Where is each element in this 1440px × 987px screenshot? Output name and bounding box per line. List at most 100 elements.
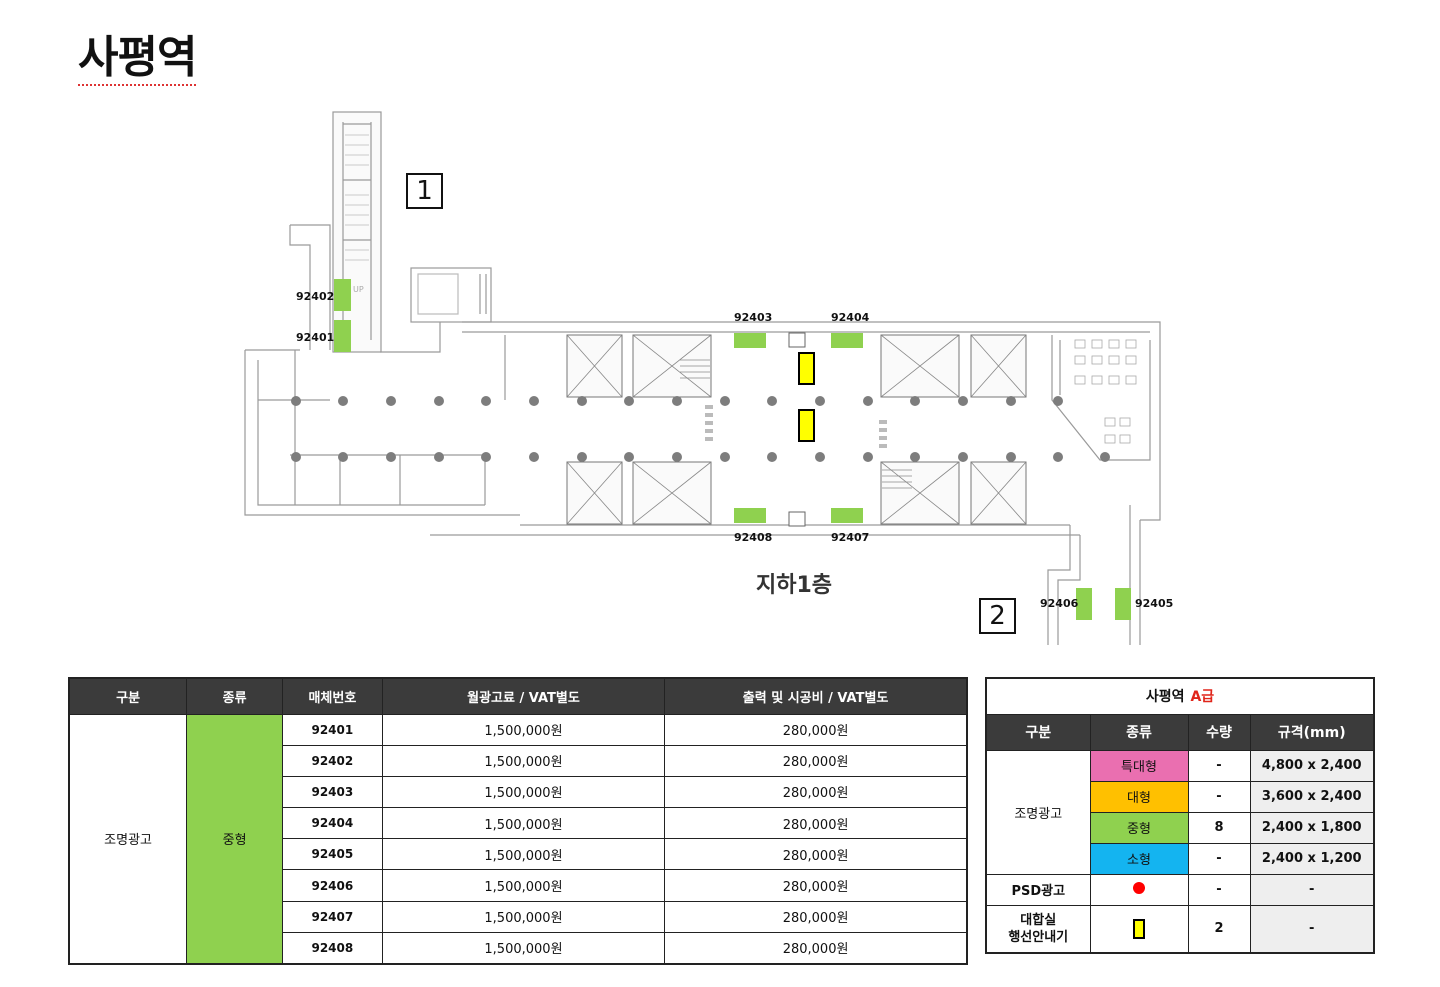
install-fee: 280,000원 (664, 775, 968, 809)
summary-qty: - (1187, 873, 1251, 906)
summary-grade: A급 (1190, 689, 1215, 706)
ad-spot-92406[interactable] (1076, 588, 1092, 620)
floor-name: 지하1층 (756, 573, 833, 598)
price-table: 구분 종류 매체번호 월광고료 / VAT별도 출력 및 시공비 / VAT별도… (68, 677, 968, 965)
monthly-fee: 1,500,000원 (381, 931, 666, 965)
table-row: 92408 1,500,000원 280,000원 (69, 931, 968, 965)
table-row: 92402 1,500,000원 280,000원 (69, 744, 968, 777)
summary-size: 4,800 x 2,400 (1249, 749, 1375, 782)
summary-type-large: 대형 (1089, 780, 1189, 813)
summary-station-name: 사평역 (1145, 689, 1185, 706)
summary-qty: - (1187, 749, 1251, 782)
col-header-media: 매체번호 (281, 677, 383, 715)
summary-qty: - (1187, 780, 1251, 813)
page-title: 사평역 (78, 32, 197, 86)
col-header-category: 구분 (68, 677, 188, 715)
monthly-fee: 1,500,000원 (381, 744, 666, 777)
install-fee: 280,000원 (664, 869, 968, 902)
price-table-header-row: 구분 종류 매체번호 월광고료 / VAT별도 출력 및 시공비 / VAT별도 (68, 677, 968, 715)
up-label: UP (353, 285, 364, 294)
summary-qty: - (1187, 842, 1251, 875)
ad-label-92404: 92404 (831, 311, 870, 324)
ad-label-92403: 92403 (734, 311, 773, 324)
ad-label-92407: 92407 (831, 531, 870, 544)
table-row: 92407 1,500,000원 280,000원 (69, 900, 968, 933)
floor-plan: UP (244, 111, 1161, 645)
summary-col-qty: 수량 (1187, 713, 1251, 751)
monthly-fee: 1,500,000원 (381, 807, 666, 840)
table-row: 92404 1,500,000원 280,000원 (69, 807, 968, 840)
summary-qty: 8 (1187, 811, 1251, 844)
summary-size: 3,600 x 2,400 (1249, 780, 1375, 813)
table-row: 92403 1,500,000원 280,000원 (69, 775, 968, 809)
col-header-install: 출력 및 시공비 / VAT별도 (664, 677, 968, 715)
summary-type-medium: 중형 (1089, 811, 1189, 844)
summary-table: 사평역 A급 구분 종류 수량 규격(mm) 조명광고 특대형 - 4,800 x… (985, 677, 1375, 954)
col-header-monthly: 월광고료 / VAT별도 (381, 677, 666, 715)
ad-label-92405: 92405 (1135, 597, 1174, 610)
summary-size: 2,400 x 1,800 (1249, 811, 1375, 844)
install-fee: 280,000원 (664, 900, 968, 933)
ad-spot-92408[interactable] (734, 508, 766, 523)
summary-size: - (1249, 873, 1375, 906)
summary-col-type: 종류 (1089, 713, 1189, 751)
yellow-rect-icon (1133, 918, 1145, 939)
media-number: 92405 (281, 838, 383, 871)
summary-qty: 2 (1187, 904, 1251, 954)
guide-display-1[interactable] (798, 352, 815, 385)
media-number: 92407 (281, 900, 383, 933)
summary-type-small: 소형 (1089, 842, 1189, 875)
summary-size: - (1249, 904, 1375, 954)
media-number: 92408 (281, 931, 383, 965)
red-dot-icon (1133, 881, 1145, 894)
summary-row-psd: PSD광고 - - (985, 873, 1375, 906)
install-fee: 280,000원 (664, 931, 968, 965)
ad-label-92401: 92401 (296, 331, 335, 344)
monthly-fee: 1,500,000원 (381, 713, 666, 746)
ad-spot-92401[interactable] (334, 320, 351, 352)
monthly-fee: 1,500,000원 (381, 900, 666, 933)
media-number: 92406 (281, 869, 383, 902)
media-number: 92401 (281, 713, 383, 746)
install-fee: 280,000원 (664, 713, 968, 746)
monthly-fee: 1,500,000원 (381, 838, 666, 871)
media-number: 92402 (281, 744, 383, 777)
table-row: 92406 1,500,000원 280,000원 (69, 869, 968, 902)
ad-spot-92403[interactable] (734, 333, 766, 348)
ad-label-92402: 92402 (296, 290, 335, 303)
ad-spot-92402[interactable] (334, 279, 351, 311)
install-fee: 280,000원 (664, 744, 968, 777)
summary-guide-label-line1: 대합실 (1020, 912, 1057, 928)
entrance-2-marker: 2 (979, 598, 1016, 634)
summary-row: 소형 - 2,400 x 1,200 (986, 842, 1375, 875)
summary-header-row: 구분 종류 수량 규격(mm) (985, 713, 1375, 751)
summary-guide-label-line2: 행선안내기 (1008, 929, 1069, 945)
monthly-fee: 1,500,000원 (381, 775, 666, 809)
ad-spot-92404[interactable] (831, 333, 863, 348)
install-fee: 280,000원 (664, 838, 968, 871)
summary-guide-icon-cell (1089, 904, 1189, 954)
col-header-type: 종류 (186, 677, 283, 715)
summary-lighting-label: 조명광고 (985, 749, 1091, 875)
entrance-1-marker: 1 (406, 173, 443, 209)
summary-row: 중형 8 2,400 x 1,800 (986, 811, 1375, 844)
monthly-fee: 1,500,000원 (381, 869, 666, 902)
ad-label-92408: 92408 (734, 531, 773, 544)
type-cell: 중형 (186, 713, 283, 964)
summary-psd-icon-cell (1089, 873, 1189, 906)
summary-row: 조명광고 특대형 - 4,800 x 2,400 (985, 749, 1375, 875)
summary-title: 사평역 A급 (985, 677, 1375, 715)
category-cell: 조명광고 (68, 713, 188, 964)
guide-display-2[interactable] (798, 409, 815, 442)
ad-spot-92407[interactable] (831, 508, 863, 523)
media-number: 92403 (281, 775, 383, 809)
table-row: 조명광고 중형 92401 1,500,000원 280,000원 (68, 713, 968, 964)
ad-label-92406: 92406 (1040, 597, 1079, 610)
summary-col-category: 구분 (985, 713, 1091, 751)
ad-spot-92405[interactable] (1115, 588, 1131, 620)
summary-row-guide: 대합실 행선안내기 2 - (985, 904, 1375, 954)
install-fee: 280,000원 (664, 807, 968, 840)
media-number: 92404 (281, 807, 383, 840)
summary-guide-label: 대합실 행선안내기 (985, 904, 1091, 954)
summary-type-xl: 특대형 (1089, 749, 1189, 782)
